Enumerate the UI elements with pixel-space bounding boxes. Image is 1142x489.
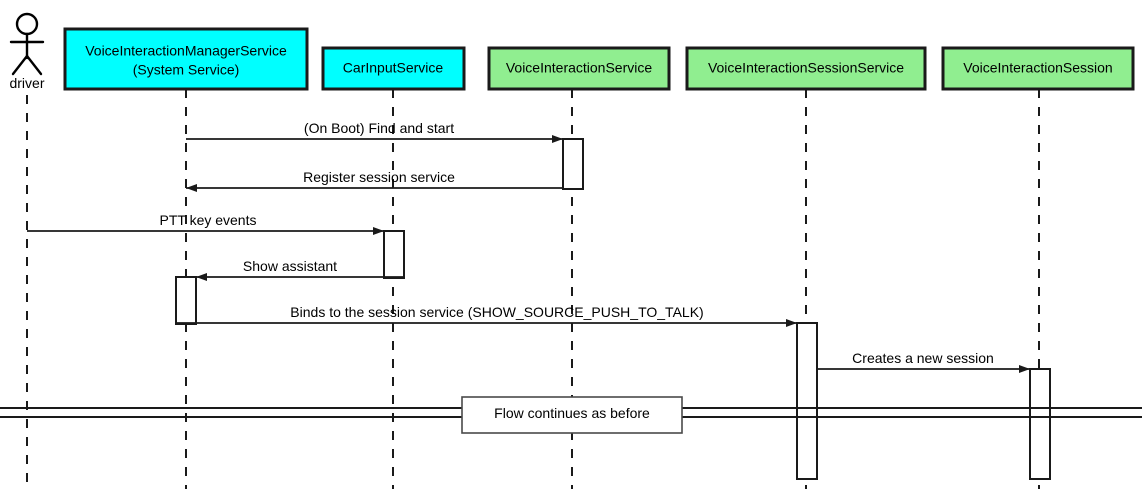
message-5[interactable]: Binds to the session service (SHOW_SOURC… bbox=[176, 304, 797, 327]
participant-viss[interactable]: VoiceInteractionSessionService bbox=[685, 46, 927, 91]
message-6[interactable]: Creates a new session bbox=[817, 350, 1030, 373]
participant-carinput[interactable]: CarInputService bbox=[321, 46, 466, 91]
participant-box-vis[interactable] bbox=[487, 46, 671, 91]
actor-head-icon bbox=[15, 12, 39, 36]
participant-vims[interactable]: VoiceInteractionManagerService (System S… bbox=[63, 27, 309, 91]
divider-label: Flow continues as before bbox=[494, 405, 650, 421]
participant-box-carinput[interactable] bbox=[321, 46, 466, 91]
message-label-2: Register session service bbox=[303, 169, 455, 185]
message-label-5: Binds to the session service (SHOW_SOURC… bbox=[290, 304, 703, 320]
participant-vsession[interactable]: VoiceInteractionSession bbox=[941, 46, 1135, 91]
participant-box-viss[interactable] bbox=[685, 46, 927, 91]
actor-leg-right-icon bbox=[25, 54, 43, 76]
participant-driver[interactable]: driver bbox=[9, 12, 45, 91]
activation-bars-group bbox=[175, 138, 1051, 480]
participant-label-driver: driver bbox=[9, 75, 44, 91]
divider-box bbox=[461, 396, 683, 434]
actor-leg-left-icon bbox=[11, 54, 29, 76]
message-label-3: PTT key events bbox=[159, 212, 256, 228]
message-label-1: (On Boot) Find and start bbox=[304, 120, 454, 136]
participant-label-vsession: VoiceInteractionSession bbox=[963, 60, 1112, 76]
message-3[interactable]: PTT key events bbox=[27, 212, 384, 235]
activation-bar-viss bbox=[796, 322, 818, 480]
message-2[interactable]: Register session service bbox=[186, 169, 563, 192]
activation-bar-vims bbox=[175, 276, 197, 325]
participant-label-vims: VoiceInteractionManagerService bbox=[85, 43, 287, 59]
participant-sublabel-vims: (System Service) bbox=[133, 62, 240, 78]
participant-label-viss: VoiceInteractionSessionService bbox=[708, 60, 904, 76]
participant-label-carinput: CarInputService bbox=[343, 60, 444, 76]
activation-bar-vsession bbox=[1029, 368, 1051, 480]
participant-box-vsession[interactable] bbox=[941, 46, 1135, 91]
message-label-4: Show assistant bbox=[243, 258, 337, 274]
message-label-6: Creates a new session bbox=[852, 350, 994, 366]
activation-bar-vis bbox=[562, 138, 584, 190]
participant-box-vims[interactable] bbox=[63, 27, 309, 91]
divider-flow-continues: Flow continues as before bbox=[0, 396, 1142, 434]
message-4[interactable]: Show assistant bbox=[196, 258, 404, 281]
participant-vis[interactable]: VoiceInteractionService bbox=[487, 46, 671, 91]
participant-label-vis: VoiceInteractionService bbox=[506, 60, 653, 76]
activation-bar-carinput bbox=[383, 230, 405, 279]
message-1[interactable]: (On Boot) Find and start bbox=[186, 120, 563, 143]
